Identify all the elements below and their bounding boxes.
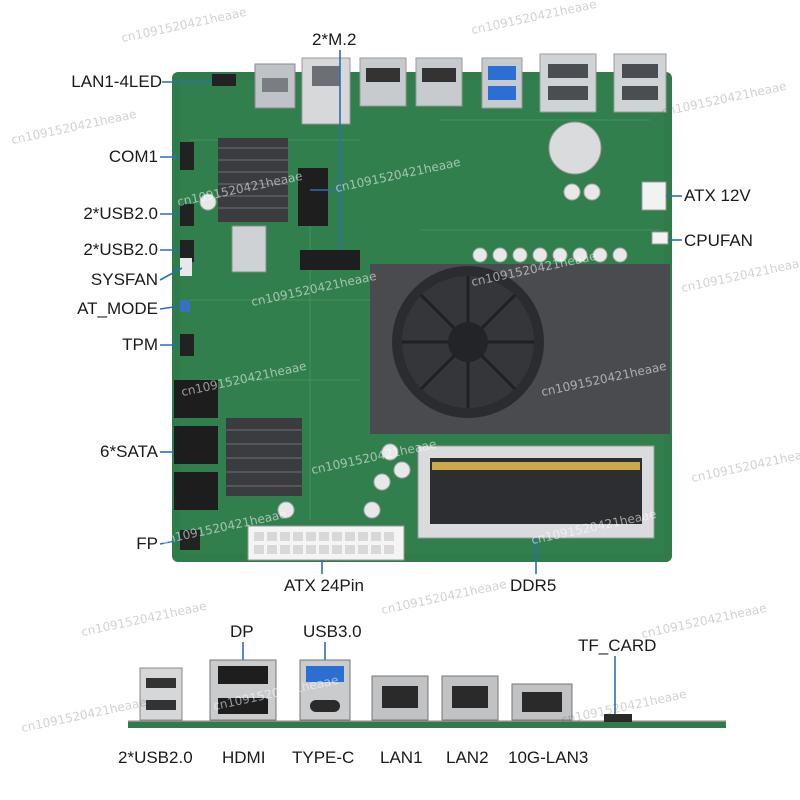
dp-label: DP xyxy=(230,622,254,641)
cpufan-connector xyxy=(651,231,669,245)
usb20-header-label-1: 2*USB2.0 xyxy=(83,204,158,223)
m2-label: 2*M.2 xyxy=(312,30,357,49)
atx24pin-label: ATX 24Pin xyxy=(284,576,365,595)
m2-slot-1 xyxy=(298,168,328,226)
atx12v-connector xyxy=(641,181,667,211)
typec-label: TYPE-C xyxy=(292,748,355,767)
rear-io-pcb-edge xyxy=(128,722,726,728)
internal-usb-port xyxy=(231,225,267,273)
ddr5-label: DDR5 xyxy=(510,576,557,595)
lan-led-label: LAN1-4LED xyxy=(71,72,162,91)
rear-pointer-lines xyxy=(242,642,616,714)
hdmi-label: HDMI xyxy=(222,748,266,767)
usb20-header-label-2: 2*USB2.0 xyxy=(83,240,158,259)
tf-card-label: TF_CARD xyxy=(578,636,657,655)
sata-ports xyxy=(174,380,218,510)
rear-usb20-label: 2*USB2.0 xyxy=(118,748,193,767)
rear-lan2-port xyxy=(441,675,499,721)
rear-tf-card-slot xyxy=(604,714,632,722)
fp-label: FP xyxy=(136,534,158,553)
chipset-heatsink xyxy=(218,138,288,222)
atx-24pin-connector xyxy=(247,525,405,561)
pointer-lines xyxy=(159,50,682,574)
sysfan-label: SYSFAN xyxy=(90,270,158,289)
sata-label: 6*SATA xyxy=(100,442,158,461)
usb30-label: USB3.0 xyxy=(303,622,362,641)
rear-usb20-port xyxy=(139,667,183,721)
left-headers xyxy=(180,74,236,550)
rear-dp-hdmi-port xyxy=(209,659,277,721)
m2-slot-2 xyxy=(300,250,360,270)
rear-lan3-port xyxy=(511,683,573,721)
atx12v-label: ATX 12V xyxy=(684,186,751,205)
at-mode-label: AT_MODE xyxy=(77,299,158,318)
rear-usb30-typec-port xyxy=(299,659,351,721)
lan2-label: LAN2 xyxy=(446,748,489,767)
top-io-connectors xyxy=(254,53,667,125)
lan3-label: 10G-LAN3 xyxy=(508,748,589,767)
cpufan-label: CPUFAN xyxy=(684,231,753,250)
rear-lan1-port xyxy=(371,675,429,721)
lan1-label: LAN1 xyxy=(380,748,423,767)
capacitors xyxy=(199,183,628,519)
com1-label: COM1 xyxy=(108,147,158,166)
tpm-label: TPM xyxy=(122,335,158,354)
cmos-battery xyxy=(548,121,602,175)
